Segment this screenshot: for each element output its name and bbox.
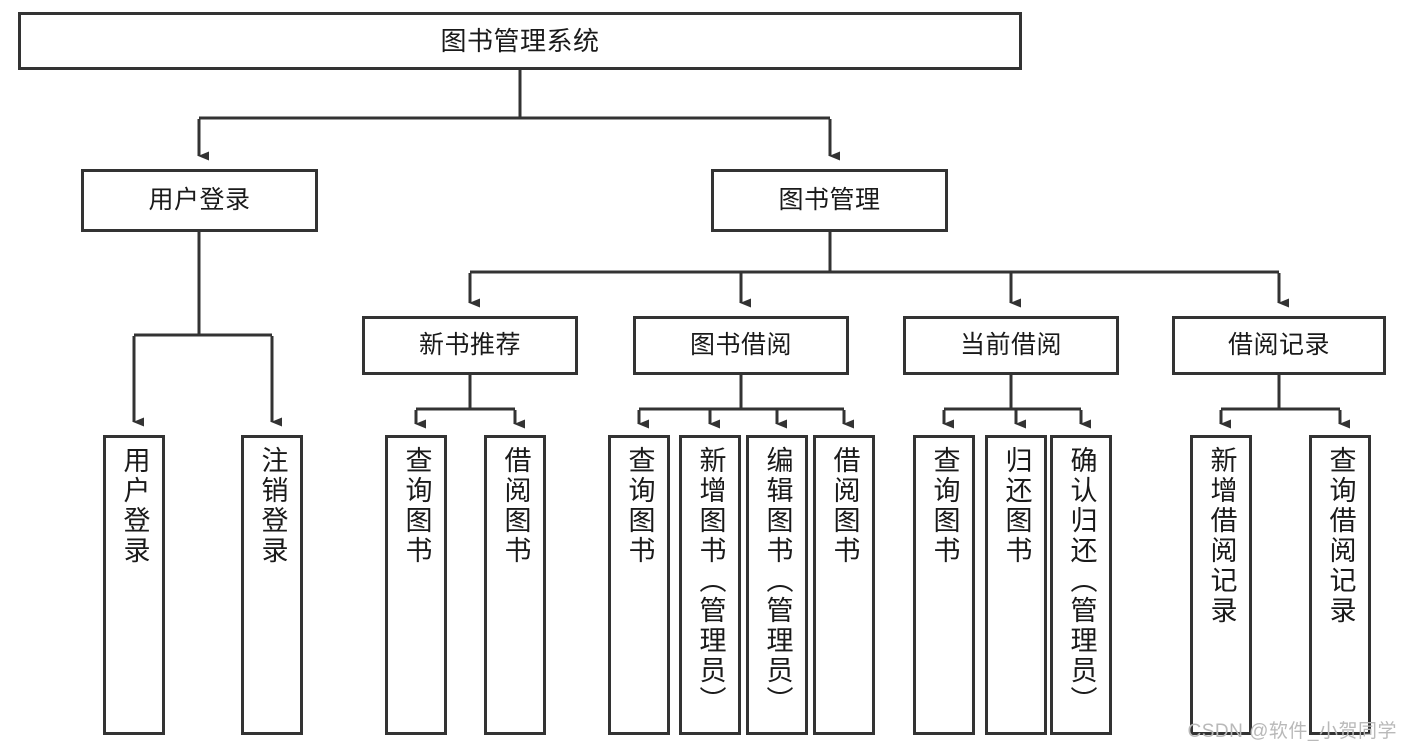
node-leaf-user-login[interactable]: 用户登录	[103, 435, 165, 735]
watermark-text: CSDN @软件_小贺同学	[1187, 721, 1397, 742]
node-current-borrow[interactable]: 当前借阅	[903, 316, 1119, 375]
node-book-manage[interactable]: 图书管理	[711, 169, 948, 232]
node-label: 编辑图书（管理员）	[762, 446, 793, 716]
node-leaf-query-book-current[interactable]: 查询图书	[913, 435, 975, 735]
edge-user-login-to-leaves	[132, 232, 282, 427]
node-borrow-record[interactable]: 借阅记录	[1172, 316, 1386, 375]
node-leaf-query-book-rec[interactable]: 查询图书	[385, 435, 447, 735]
node-label: 当前借阅	[959, 330, 1062, 359]
node-label: 查询图书	[401, 446, 432, 566]
node-label: 注销登录	[257, 446, 288, 566]
node-leaf-borrow-book-rec[interactable]: 借阅图书	[484, 435, 546, 735]
edge-current-borrow-to-leaves	[942, 375, 1091, 429]
edge-new-book-rec-to-leaves	[414, 375, 525, 429]
node-label: 新书推荐	[418, 330, 521, 359]
node-book-borrow[interactable]: 图书借阅	[633, 316, 849, 375]
edge-book-borrow-to-leaves	[637, 375, 854, 429]
node-label: 借阅图书	[829, 446, 860, 566]
node-leaf-confirm-return[interactable]: 确认归还（管理员）	[1050, 435, 1112, 735]
node-label: 归还图书	[1001, 446, 1032, 566]
node-leaf-add-book[interactable]: 新增图书（管理员）	[679, 435, 741, 735]
edge-book-manage-to-level3	[468, 232, 1289, 308]
node-label: 新增图书（管理员）	[695, 446, 726, 716]
node-label: 新增借阅记录	[1206, 446, 1237, 626]
node-label: 用户登录	[148, 185, 251, 214]
node-user-login[interactable]: 用户登录	[81, 169, 318, 232]
node-label: 查询图书	[624, 446, 655, 566]
node-label: 用户登录	[119, 446, 150, 566]
node-leaf-query-book-borrow[interactable]: 查询图书	[608, 435, 670, 735]
node-new-book-rec[interactable]: 新书推荐	[362, 316, 578, 375]
node-label: 图书管理	[778, 185, 881, 214]
node-root-system[interactable]: 图书管理系统	[18, 12, 1022, 70]
node-leaf-return-book[interactable]: 归还图书	[985, 435, 1047, 735]
node-label: 借阅记录	[1227, 330, 1330, 359]
node-leaf-logout[interactable]: 注销登录	[241, 435, 303, 735]
node-label: 借阅图书	[500, 446, 531, 566]
edge-borrow-record-to-leaves	[1219, 375, 1350, 429]
node-label: 图书管理系统	[440, 25, 600, 56]
node-leaf-add-record[interactable]: 新增借阅记录	[1190, 435, 1252, 735]
node-label: 查询借阅记录	[1325, 446, 1356, 626]
node-label: 查询图书	[929, 446, 960, 566]
edge-root-to-level2	[197, 70, 840, 161]
node-label: 确认归还（管理员）	[1066, 446, 1097, 716]
node-leaf-edit-book[interactable]: 编辑图书（管理员）	[746, 435, 808, 735]
node-leaf-borrow-book[interactable]: 借阅图书	[813, 435, 875, 735]
node-label: 图书借阅	[689, 330, 792, 359]
node-leaf-query-record[interactable]: 查询借阅记录	[1309, 435, 1371, 735]
